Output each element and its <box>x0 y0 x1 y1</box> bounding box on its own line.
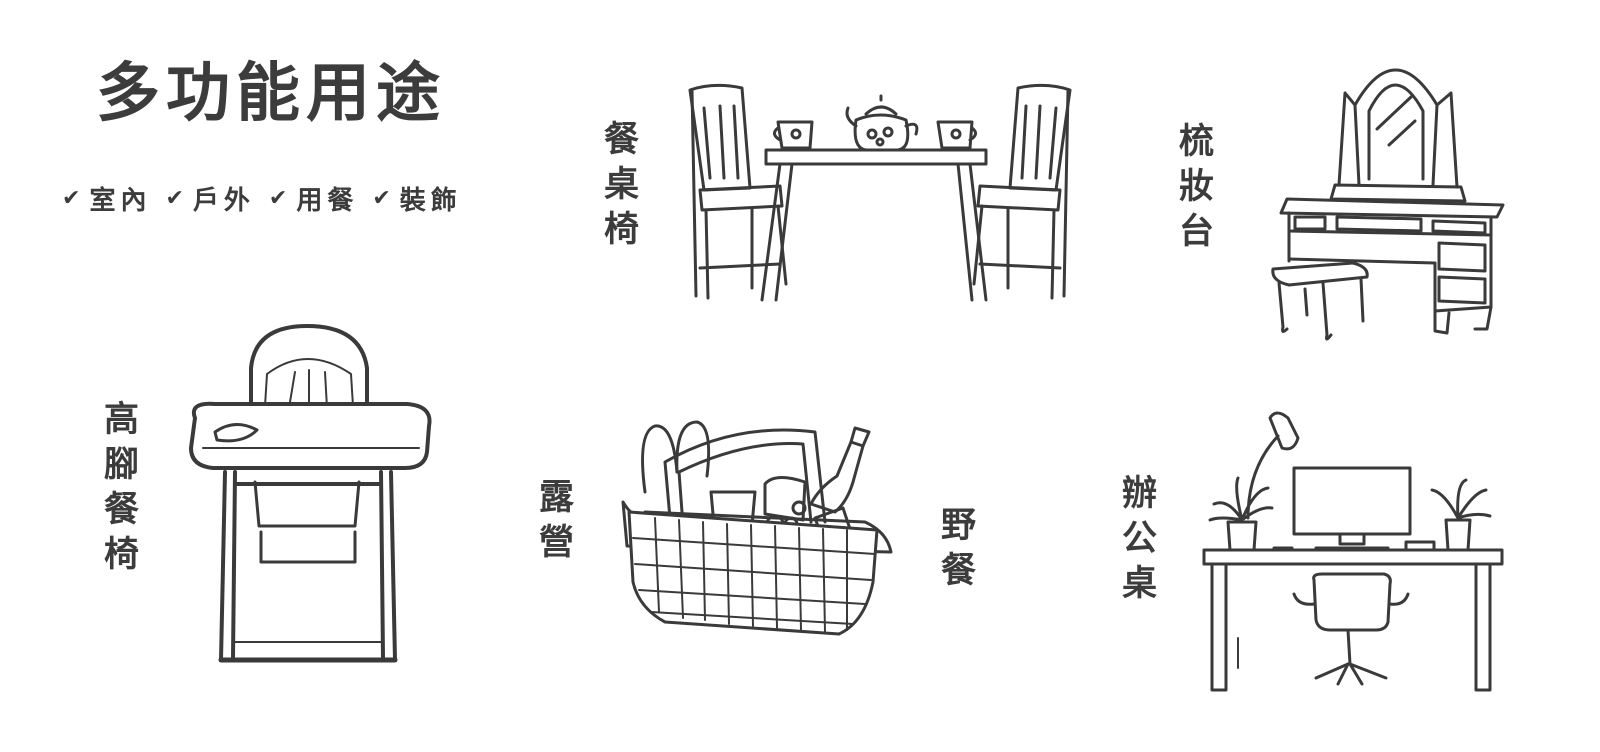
page-title: 多功能用途 <box>96 57 446 131</box>
dining-table-chairs-illustration <box>688 83 1072 302</box>
check-icon: ✔ <box>268 186 293 211</box>
vanity-table-illustration <box>1271 68 1505 341</box>
usage-tag-label: 室內 <box>89 186 152 216</box>
camping-label: 露營 <box>533 478 573 568</box>
office-desk-illustration <box>1202 411 1504 692</box>
usage-tag-label: 戶外 <box>192 186 255 216</box>
picnic-basket-illustration <box>621 420 893 636</box>
vanity-label: 梳妝台 <box>1173 122 1213 257</box>
high-chair-label: 高腳餐椅 <box>98 400 138 580</box>
usage-tag: ✔戶外 <box>165 180 254 217</box>
picnic-label: 野餐 <box>935 506 975 596</box>
usage-tags: ✔室內 ✔戶外 ✔用餐 ✔裝飾 <box>62 180 462 217</box>
high-chair-illustration <box>189 324 432 663</box>
desk-label: 辦公桌 <box>1116 474 1156 609</box>
check-icon: ✔ <box>372 186 396 211</box>
check-icon: ✔ <box>165 186 189 211</box>
dining-set-label: 餐桌椅 <box>598 120 638 255</box>
usage-tag: ✔裝飾 <box>372 180 461 217</box>
usage-tag: ✔用餐 <box>269 180 358 217</box>
usage-tag: ✔室內 <box>62 180 151 217</box>
check-icon: ✔ <box>62 186 86 211</box>
usage-tag-label: 裝飾 <box>399 186 462 216</box>
usage-tag-label: 用餐 <box>296 186 359 216</box>
